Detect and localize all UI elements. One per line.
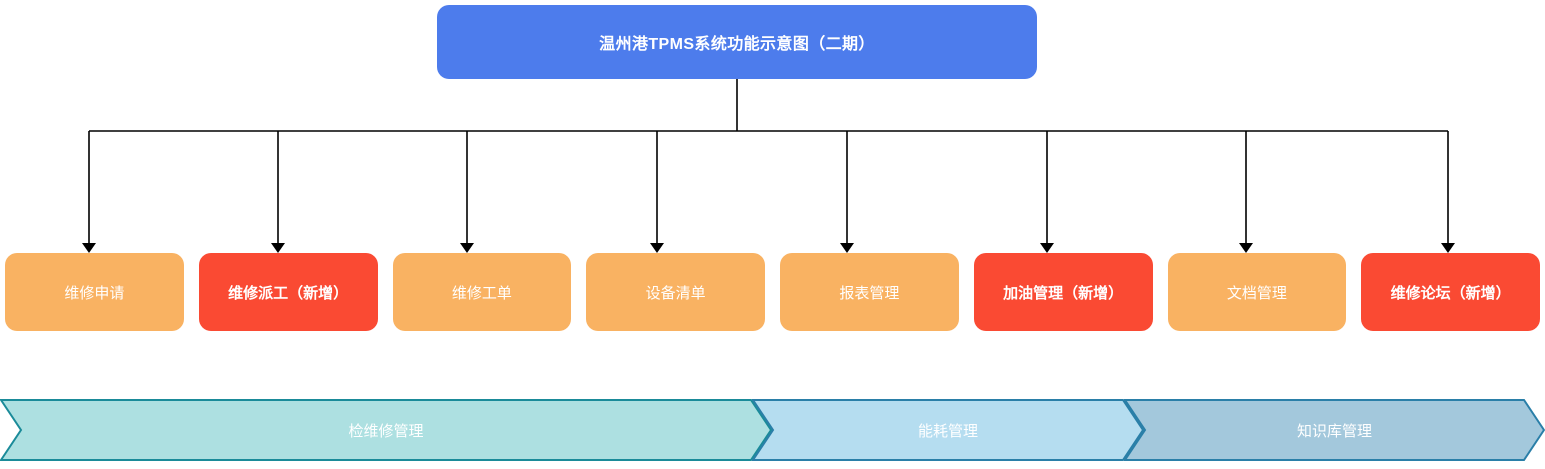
arrowhead-2 bbox=[271, 243, 285, 253]
banner-shape-2 bbox=[752, 399, 1144, 461]
node-label: 文档管理 bbox=[1226, 284, 1287, 302]
banner-segment-jianweixiu[interactable]: 检维修管理 bbox=[0, 399, 772, 461]
node-baobiao-guanli[interactable]: 报表管理 bbox=[780, 253, 959, 331]
banner-segment-nenghao[interactable]: 能耗管理 bbox=[752, 399, 1144, 461]
banner-shape-1 bbox=[0, 399, 772, 461]
node-weixiu-gongdan[interactable]: 维修工单 bbox=[392, 253, 572, 331]
arrowhead-8 bbox=[1441, 243, 1455, 253]
node-jiayou-guanli[interactable]: 加油管理（新增） bbox=[973, 253, 1153, 331]
arrowhead-3 bbox=[460, 243, 474, 253]
banner-label: 知识库管理 bbox=[1296, 422, 1372, 440]
node-wendang-guanli[interactable]: 文档管理 bbox=[1167, 253, 1347, 331]
node-shebei-qingdan[interactable]: 设备清单 bbox=[586, 253, 765, 331]
node-weixiu-luntan[interactable]: 维修论坛（新增） bbox=[1361, 253, 1540, 331]
banner-segment-zhishiku[interactable]: 知识库管理 bbox=[1124, 399, 1545, 461]
connector-arrowheads bbox=[82, 243, 1455, 253]
root-node-label: 温州港TPMS系统功能示意图（二期） bbox=[599, 36, 875, 53]
node-label: 维修派工（新增） bbox=[228, 284, 349, 302]
node-label: 设备清单 bbox=[645, 284, 706, 302]
node-weixiu-shenqing[interactable]: 维修申请 bbox=[5, 253, 184, 331]
arrowhead-7 bbox=[1239, 243, 1253, 253]
arrowhead-4 bbox=[650, 243, 664, 253]
category-banner: 检维修管理 能耗管理 知识库管理 bbox=[0, 399, 1545, 461]
banner-shape-3 bbox=[1124, 399, 1545, 461]
node-label: 加油管理（新增） bbox=[1003, 284, 1124, 302]
node-label: 维修申请 bbox=[64, 284, 125, 302]
arrowhead-6 bbox=[1040, 243, 1054, 253]
banner-label: 检维修管理 bbox=[348, 422, 424, 440]
banner-label: 能耗管理 bbox=[917, 422, 978, 440]
node-label: 报表管理 bbox=[839, 284, 900, 302]
root-node-title[interactable]: 温州港TPMS系统功能示意图（二期） bbox=[437, 5, 1037, 79]
node-label: 维修论坛（新增） bbox=[1390, 284, 1511, 302]
leaf-node-row: 维修申请 维修派工（新增） 维修工单 设备清单 报表管理 加油管理（新增） 文档… bbox=[5, 253, 1540, 331]
node-weixiu-paigong[interactable]: 维修派工（新增） bbox=[198, 253, 378, 331]
arrowhead-5 bbox=[840, 243, 854, 253]
node-label: 维修工单 bbox=[451, 284, 512, 302]
arrowhead-1 bbox=[82, 243, 96, 253]
